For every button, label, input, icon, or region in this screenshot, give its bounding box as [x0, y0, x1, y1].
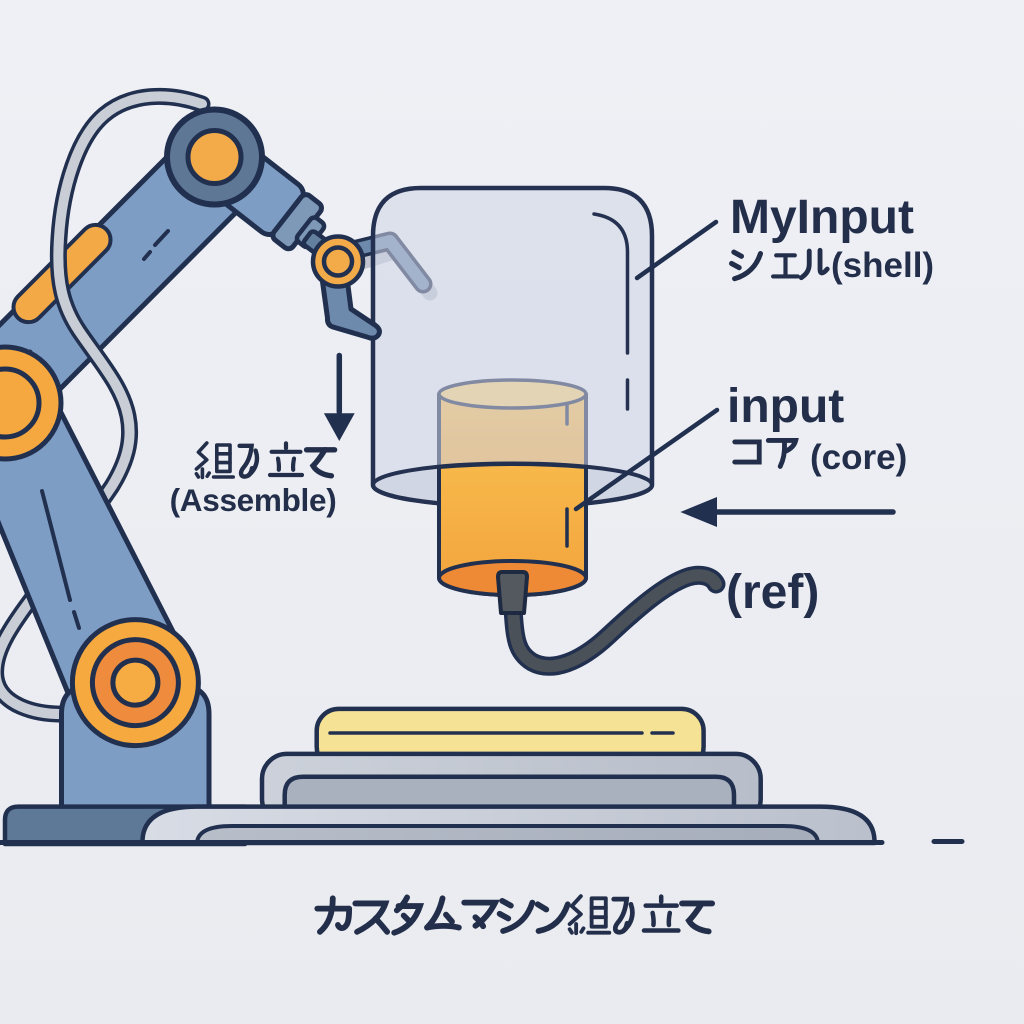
svg-text:(ref): (ref): [726, 566, 819, 619]
svg-text:(core): (core): [810, 438, 907, 477]
svg-text:input: input: [727, 380, 844, 433]
svg-text:(Assemble): (Assemble): [170, 482, 337, 518]
svg-text:MyInput: MyInput: [730, 191, 914, 244]
svg-text:(shell): (shell): [831, 246, 934, 285]
